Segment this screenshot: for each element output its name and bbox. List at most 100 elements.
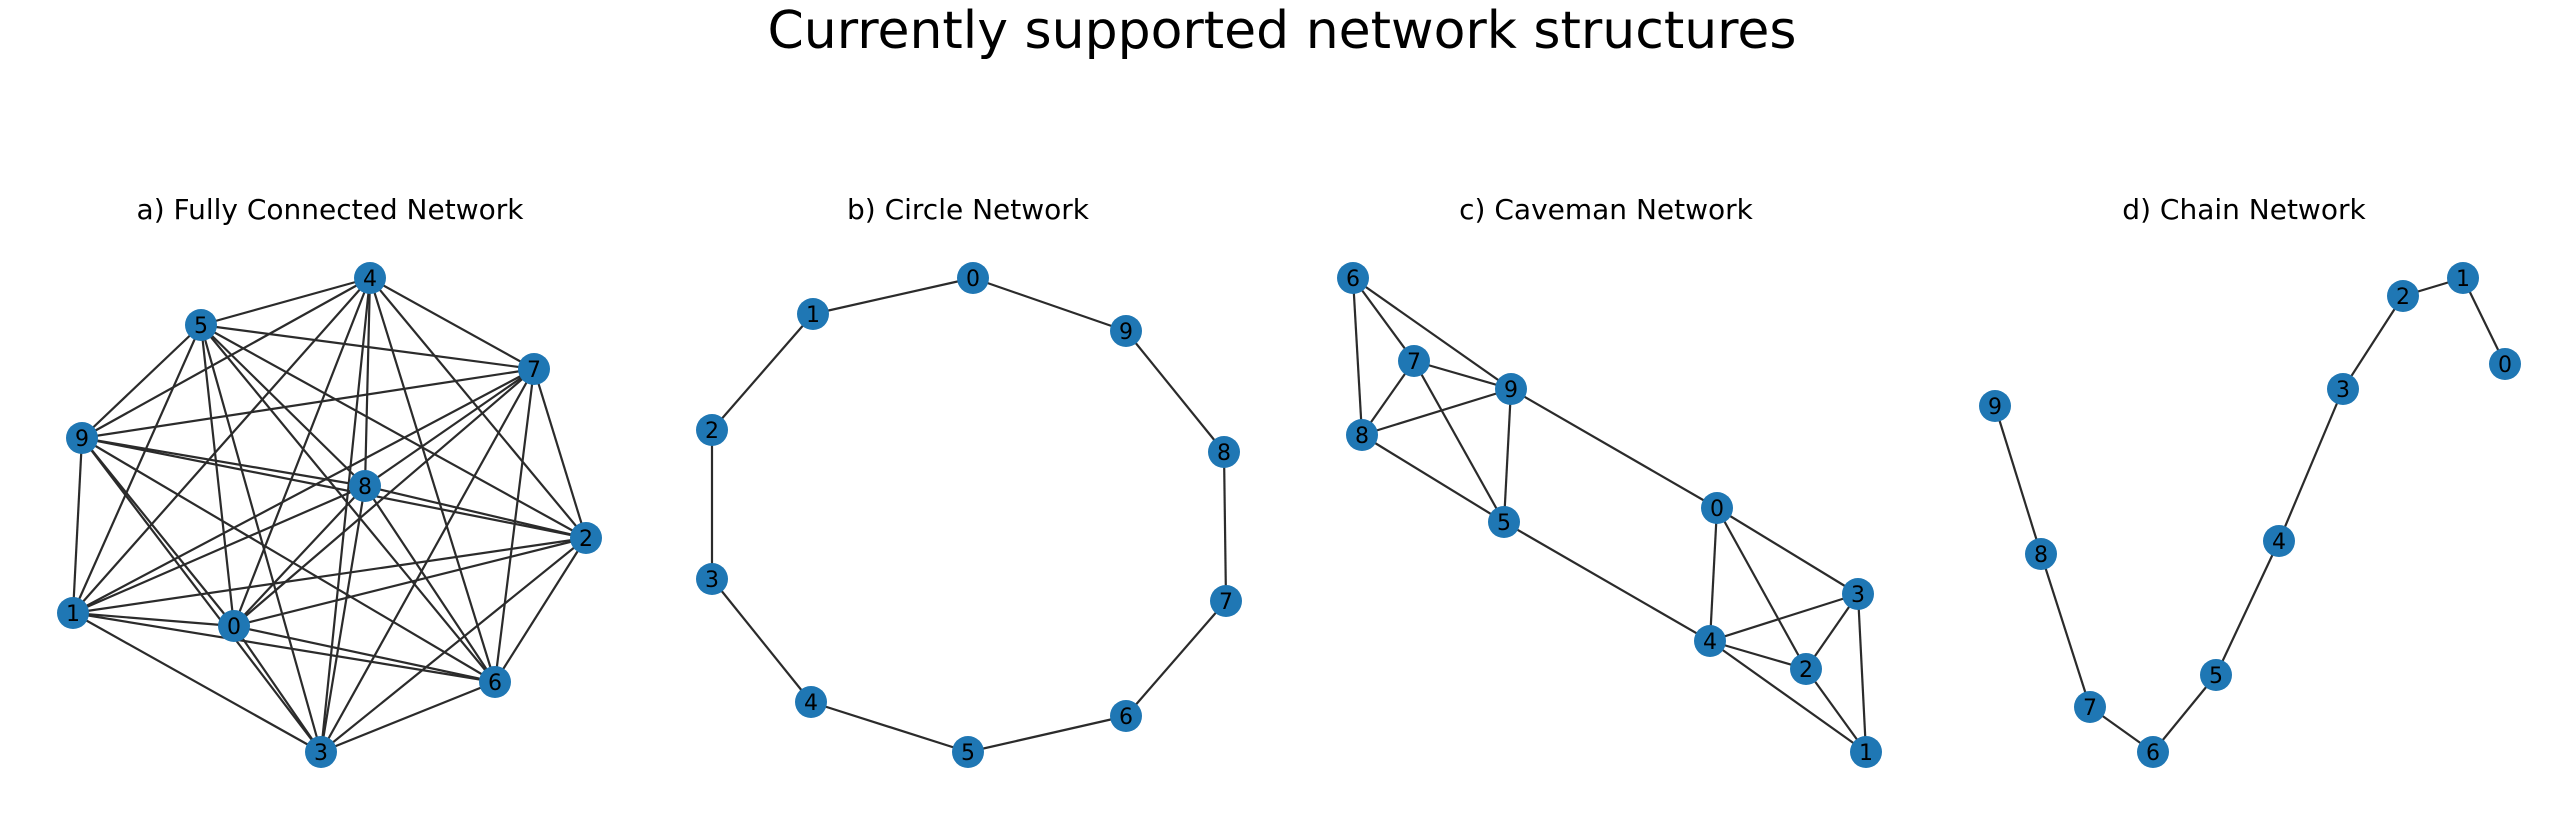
edge-4-5 (200, 276, 371, 327)
edges-fully-connected (71, 276, 588, 754)
node-circle (518, 353, 550, 385)
node-4: 4 (1694, 625, 1726, 657)
node-9: 9 (1979, 390, 2011, 422)
edge-7-5 (1413, 360, 1505, 523)
figure-title: Currently supported network structures (767, 1, 1796, 61)
node-label: 7 (1219, 590, 1233, 615)
node-label: 1 (66, 602, 80, 627)
node-circle (305, 736, 337, 768)
panel-title-chain: d) Chain Network (2122, 193, 2366, 226)
edge-0-2 (1716, 507, 1807, 670)
edge-0-3 (1716, 507, 1859, 595)
node-label: 5 (194, 314, 208, 339)
node-label: 1 (806, 303, 820, 328)
edge-6-8 (364, 485, 496, 683)
edge-5-7 (200, 323, 535, 371)
edge-4-5 (2215, 540, 2280, 676)
edge-2-3 (320, 537, 587, 753)
node-label: 4 (804, 691, 818, 716)
edge-3-5 (199, 324, 323, 753)
node-label: 1 (1859, 741, 1873, 766)
node-label: 7 (1407, 350, 1421, 375)
node-label: 9 (1988, 395, 2002, 420)
edge-0-6 (233, 624, 496, 684)
panel-title-fully-connected: a) Fully Connected Network (137, 193, 525, 226)
edge-6-7 (1352, 277, 1415, 362)
node-circle (2137, 736, 2169, 768)
node-circle (1110, 700, 1142, 732)
edge-0-5 (199, 324, 236, 627)
node-circle (1210, 585, 1242, 617)
edge-7-9 (1413, 359, 1512, 391)
node-circle (354, 262, 386, 294)
edge-8-5 (1361, 434, 1505, 523)
edge-2-8 (364, 484, 587, 540)
node-2: 2 (2387, 280, 2419, 312)
node-label: 2 (705, 419, 719, 444)
node-0: 0 (1701, 492, 1733, 524)
edge-2-1 (1805, 668, 1867, 753)
node-circle (2200, 659, 2232, 691)
node-2: 2 (570, 522, 602, 554)
edge-3-9 (81, 437, 322, 753)
edge-6-7 (1125, 600, 1227, 717)
node-1: 1 (797, 298, 829, 330)
edge-3-6 (320, 680, 496, 754)
node-label: 6 (488, 671, 502, 696)
node-4: 4 (2263, 525, 2295, 557)
node-label: 3 (705, 568, 719, 593)
node-label: 4 (1703, 630, 1717, 655)
edge-1-3 (72, 612, 322, 753)
node-circle (1208, 436, 1240, 468)
edge-5-4 (1503, 521, 1711, 642)
node-circle (696, 563, 728, 595)
edge-3-4 (711, 578, 812, 703)
node-circle (2263, 525, 2295, 557)
node-circle (797, 298, 829, 330)
node-8: 8 (349, 470, 381, 502)
node-circle (1398, 345, 1430, 377)
node-9: 9 (1495, 373, 1527, 405)
node-label: 4 (2272, 530, 2286, 555)
edge-1-2 (72, 536, 587, 615)
edge-1-6 (72, 611, 496, 684)
node-2: 2 (696, 414, 728, 446)
node-6: 6 (1110, 700, 1142, 732)
edge-4-7 (369, 277, 535, 370)
node-label: 8 (1355, 424, 1369, 449)
node-label: 8 (2034, 543, 2048, 568)
edge-1-4 (72, 277, 371, 614)
node-7: 7 (2074, 691, 2106, 723)
edge-2-6 (494, 537, 587, 683)
node-1: 1 (2447, 262, 2479, 294)
edge-7-9 (81, 367, 535, 440)
node-8: 8 (1208, 436, 1240, 468)
node-0: 0 (957, 262, 989, 294)
edge-8-9 (81, 436, 366, 488)
node-label: 3 (314, 741, 328, 766)
node-circle (2447, 262, 2479, 294)
node-3: 3 (1842, 578, 1874, 610)
node-circle (1346, 419, 1378, 451)
edge-3-4 (2277, 388, 2345, 542)
node-circle (218, 610, 250, 642)
node-circle (1488, 506, 1520, 538)
edge-2-7 (532, 368, 588, 539)
node-6: 6 (2137, 736, 2169, 768)
edge-7-8 (1222, 451, 1228, 602)
edge-0-2 (233, 536, 587, 628)
edge-0-8 (233, 485, 366, 627)
edge-4-5 (810, 700, 969, 754)
node-label: 1 (2456, 267, 2470, 292)
edge-1-7 (72, 368, 535, 614)
node-label: 9 (75, 427, 89, 452)
edge-1-2 (711, 313, 814, 431)
node-label: 0 (966, 267, 980, 292)
edge-8-9 (1993, 405, 2043, 555)
